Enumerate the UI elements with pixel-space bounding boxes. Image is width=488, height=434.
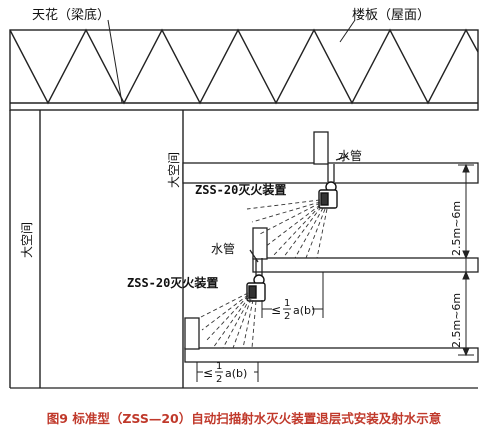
lower-limit-symbol: ≤	[203, 366, 213, 380]
upper-limit-suffix: a(b)	[293, 304, 315, 317]
middle-tier-slab	[252, 227, 479, 273]
water-pipe-lower-label: 水管	[211, 241, 235, 256]
upper-limit-formula: ≤ 1 2 a(b)	[271, 298, 315, 322]
floor-slab-label: 楼板（屋面）	[352, 8, 430, 23]
upper-range-marker	[261, 272, 324, 318]
lower-limit-formula: ≤ 1 2 a(b)	[203, 361, 247, 385]
device-lower-label: ZSS-20灭火装置	[127, 275, 218, 290]
spacing-dimension	[458, 163, 474, 357]
device-upper-label: ZSS-20灭火装置	[195, 182, 286, 197]
lower-device-icon	[246, 274, 266, 302]
spacing-upper-label: 2.5m~6m	[450, 201, 463, 256]
figure-caption: 图9 标准型（ZSS—20）自动扫描射水灭火装置退层式安装及射水示意	[46, 411, 442, 426]
lower-limit-denominator: 2	[216, 374, 222, 385]
lower-tier-slab	[184, 317, 479, 363]
lower-limit-numerator: 1	[216, 361, 222, 372]
large-space-mid-label: 大空间	[167, 152, 181, 188]
upper-spray	[246, 199, 328, 259]
upper-water-pipe	[327, 155, 349, 182]
lower-water-pipe	[249, 249, 263, 276]
upper-tier-slab	[182, 131, 479, 184]
spacing-lower-label: 2.5m~6m	[450, 293, 463, 348]
lower-limit-suffix: a(b)	[225, 367, 247, 380]
water-pipe-upper-label: 水管	[338, 148, 362, 163]
roof-truss	[9, 28, 479, 111]
label-leaders	[107, 19, 356, 104]
upper-device-icon	[318, 181, 338, 209]
upper-limit-symbol: ≤	[271, 303, 281, 317]
upper-limit-numerator: 1	[284, 298, 290, 309]
left-wall	[9, 110, 41, 388]
lower-range-marker	[196, 362, 259, 382]
ceiling-label: 天花（梁底）	[32, 7, 110, 23]
large-space-left-label: 大空间	[20, 222, 34, 258]
upper-limit-denominator: 2	[284, 311, 290, 322]
lower-spray	[200, 292, 257, 349]
